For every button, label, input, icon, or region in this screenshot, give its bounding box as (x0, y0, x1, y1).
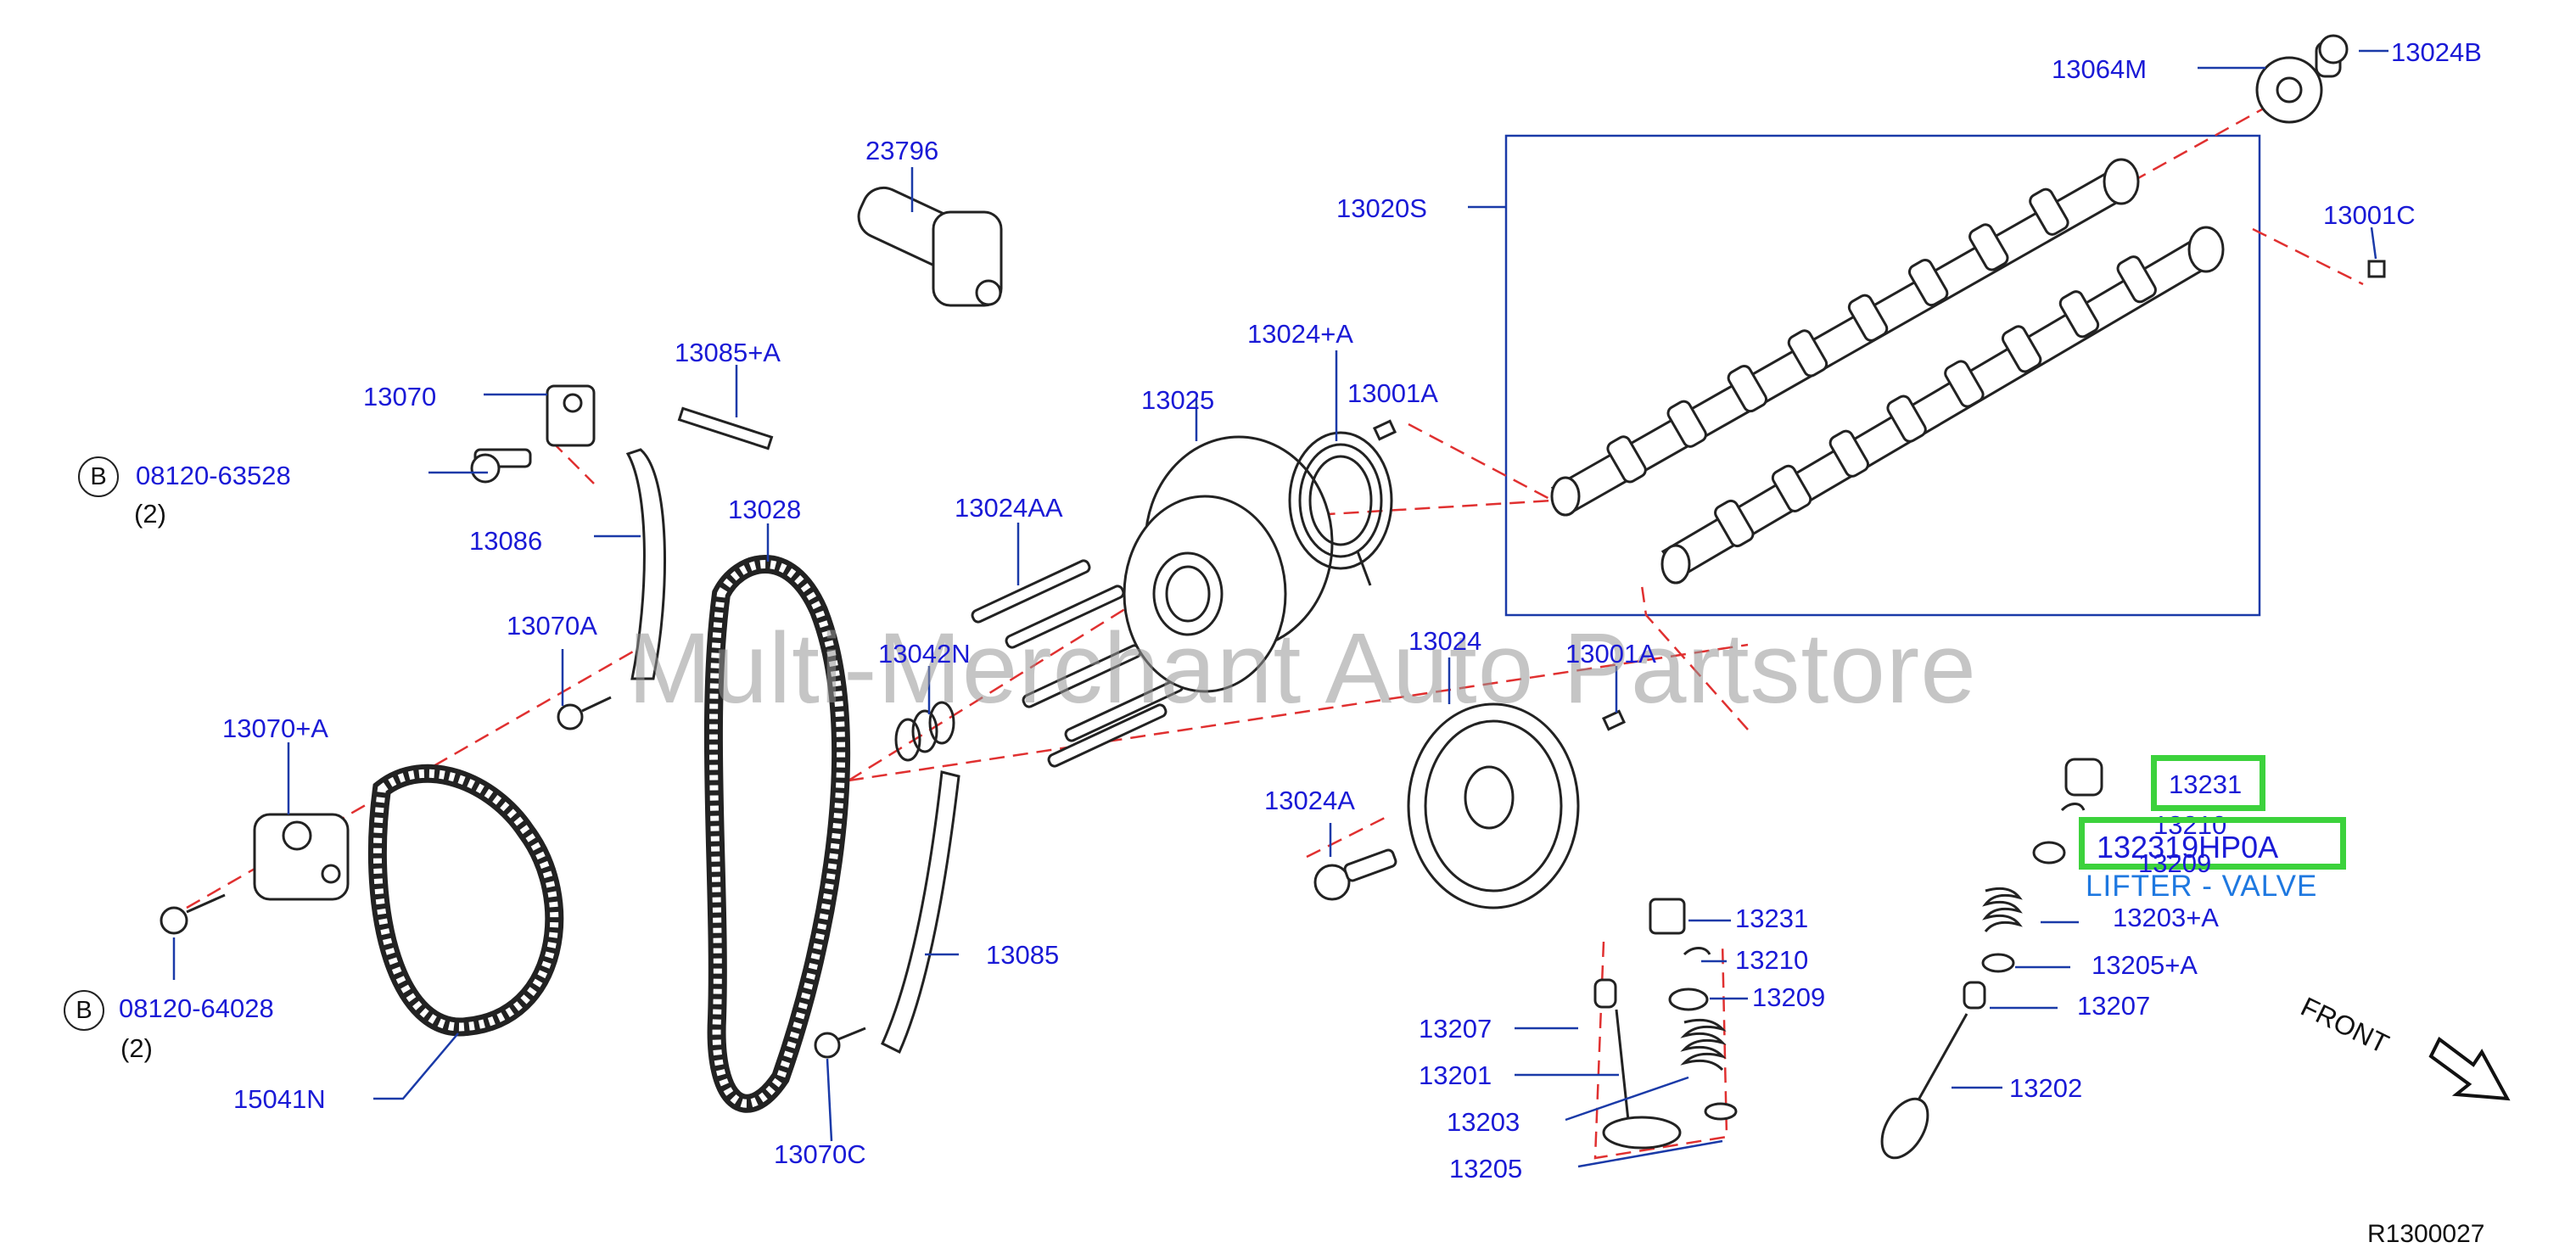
callout-13209-right[interactable]: 13209 (2138, 848, 2212, 878)
cam-lobe (1787, 329, 1828, 378)
cam-sprocket-13024 (1407, 702, 1580, 909)
chain-links-13028 (708, 560, 846, 1108)
callout-08120-64028[interactable]: 08120-64028 (119, 993, 274, 1023)
highlight-13231-label: 13231 (2169, 769, 2243, 799)
callout-08120-63528[interactable]: 08120-63528 (136, 461, 291, 490)
bolt-13070A (557, 696, 612, 730)
bolt-08120-64028 (160, 893, 226, 935)
tensioner-13070plusA (253, 813, 350, 901)
circle-mark-b-bottom: B (64, 990, 104, 1031)
callout-13070[interactable]: 13070 (363, 382, 437, 411)
chain-guide-13085 (881, 770, 960, 1055)
callout-13070C[interactable]: 13070C (774, 1139, 866, 1169)
callout-23796[interactable]: 23796 (865, 136, 939, 165)
callout-13085[interactable]: 13085 (986, 940, 1060, 970)
callout-13070A[interactable]: 13070A (507, 611, 597, 641)
callout-13024A[interactable]: 13024A (1264, 786, 1355, 815)
callout-13001C[interactable]: 13001C (2323, 200, 2416, 230)
cam-lobe (1968, 223, 2009, 271)
cam-lobe (2001, 325, 2042, 373)
watermark: Multi-Merchant Auto Partstore (628, 613, 1977, 725)
valve-assembly-left (1593, 898, 1738, 1150)
callout-13203[interactable]: 13203 (1447, 1107, 1520, 1137)
cam-lobe (2116, 255, 2157, 304)
diagram-reference: R1300027 (2367, 1220, 2485, 1248)
callout-13085plusA[interactable]: 13085+A (675, 338, 781, 367)
callout-13205plusA[interactable]: 13205+A (2092, 950, 2198, 980)
callout-13209-left[interactable]: 13209 (1752, 982, 1826, 1012)
callout-13086[interactable]: 13086 (469, 526, 543, 556)
callout-13042N[interactable]: 13042N (878, 639, 971, 669)
callout-13231-left[interactable]: 13231 (1735, 904, 1809, 933)
seals-13042N (894, 701, 955, 762)
chain-guide-13086 (625, 448, 666, 680)
callout-15041N[interactable]: 15041N (233, 1084, 326, 1114)
bolt-13070C (814, 1027, 866, 1059)
cam-lobe (1886, 394, 1927, 443)
callout-13001A-top[interactable]: 13001A (1347, 378, 1438, 408)
callout-13201[interactable]: 13201 (1419, 1060, 1492, 1090)
bolt-13024A (1313, 848, 1397, 901)
nut-13001C (2367, 260, 2386, 278)
cam-lobe (1727, 364, 1768, 413)
callout-13205[interactable]: 13205 (1449, 1154, 1523, 1183)
callout-13028[interactable]: 13028 (728, 495, 802, 524)
callout-13210-left[interactable]: 13210 (1735, 945, 1809, 975)
callout-13024[interactable]: 13024 (1408, 626, 1482, 656)
pin-13001A-top (1372, 419, 1397, 441)
callout-13024B[interactable]: 13024B (2391, 37, 2482, 67)
bolts-13024AA (971, 559, 1184, 768)
cam-lobe (1771, 464, 1812, 512)
callout-13070plusA[interactable]: 13070+A (222, 713, 328, 743)
spring-13024plusA (1288, 431, 1393, 586)
highlight-selected-part-box[interactable]: 132319HP0A (2079, 817, 2346, 870)
highlight-13231-box[interactable]: 13231 (2151, 755, 2265, 811)
cam-lobe (1828, 429, 1870, 478)
valve-timing-solenoid-23796 (857, 186, 1003, 307)
callout-13024plusA[interactable]: 13024+A (1247, 319, 1353, 349)
cam-lobe (1944, 360, 1985, 408)
selected-part-number: 132319HP0A (2097, 830, 2279, 865)
callout-13064M[interactable]: 13064M (2052, 54, 2148, 84)
slipper-13085A (677, 406, 774, 450)
circle-mark-b-top: B (78, 456, 119, 497)
callout-13025[interactable]: 13025 (1141, 385, 1215, 415)
callout-13001A-mid[interactable]: 13001A (1565, 639, 1656, 669)
cam-lobe (1606, 435, 1647, 484)
valve-assembly-right (1880, 758, 2103, 1160)
callout-13207-right[interactable]: 13207 (2077, 991, 2151, 1021)
chain-links-15041N (372, 769, 559, 1032)
quantity-bottom: (2) (120, 1033, 153, 1063)
callout-13020S[interactable]: 13020S (1336, 193, 1427, 223)
cam-lobe (2029, 187, 2069, 236)
callout-13202[interactable]: 13202 (2009, 1073, 2083, 1103)
quantity-top: (2) (134, 499, 166, 529)
tensioner-13070 (470, 384, 596, 484)
leader-lines (172, 49, 2388, 1168)
cam-lobe (1847, 294, 1889, 342)
sensor-plate-13064M (2255, 34, 2349, 124)
selected-part-description: LIFTER - VALVE (2086, 870, 2318, 903)
cam-lobe (1907, 258, 1949, 307)
callout-13210-right[interactable]: 13210 (2153, 810, 2227, 840)
callout-13207-left[interactable]: 13207 (1419, 1014, 1492, 1044)
cam-lobe (1714, 499, 1755, 548)
camshaft-group-box (1504, 134, 2261, 617)
callout-13203plusA[interactable]: 13203+A (2113, 903, 2219, 932)
cam-lobe (1666, 400, 1707, 448)
cam-sprocket-13025 (1123, 435, 1334, 693)
pin-13001A-mid (1601, 709, 1627, 731)
camshaft-lobes (1606, 187, 2157, 548)
callout-13024AA[interactable]: 13024AA (955, 493, 1063, 523)
front-arrow-icon (2428, 1036, 2511, 1101)
cam-lobe (2058, 290, 2100, 339)
